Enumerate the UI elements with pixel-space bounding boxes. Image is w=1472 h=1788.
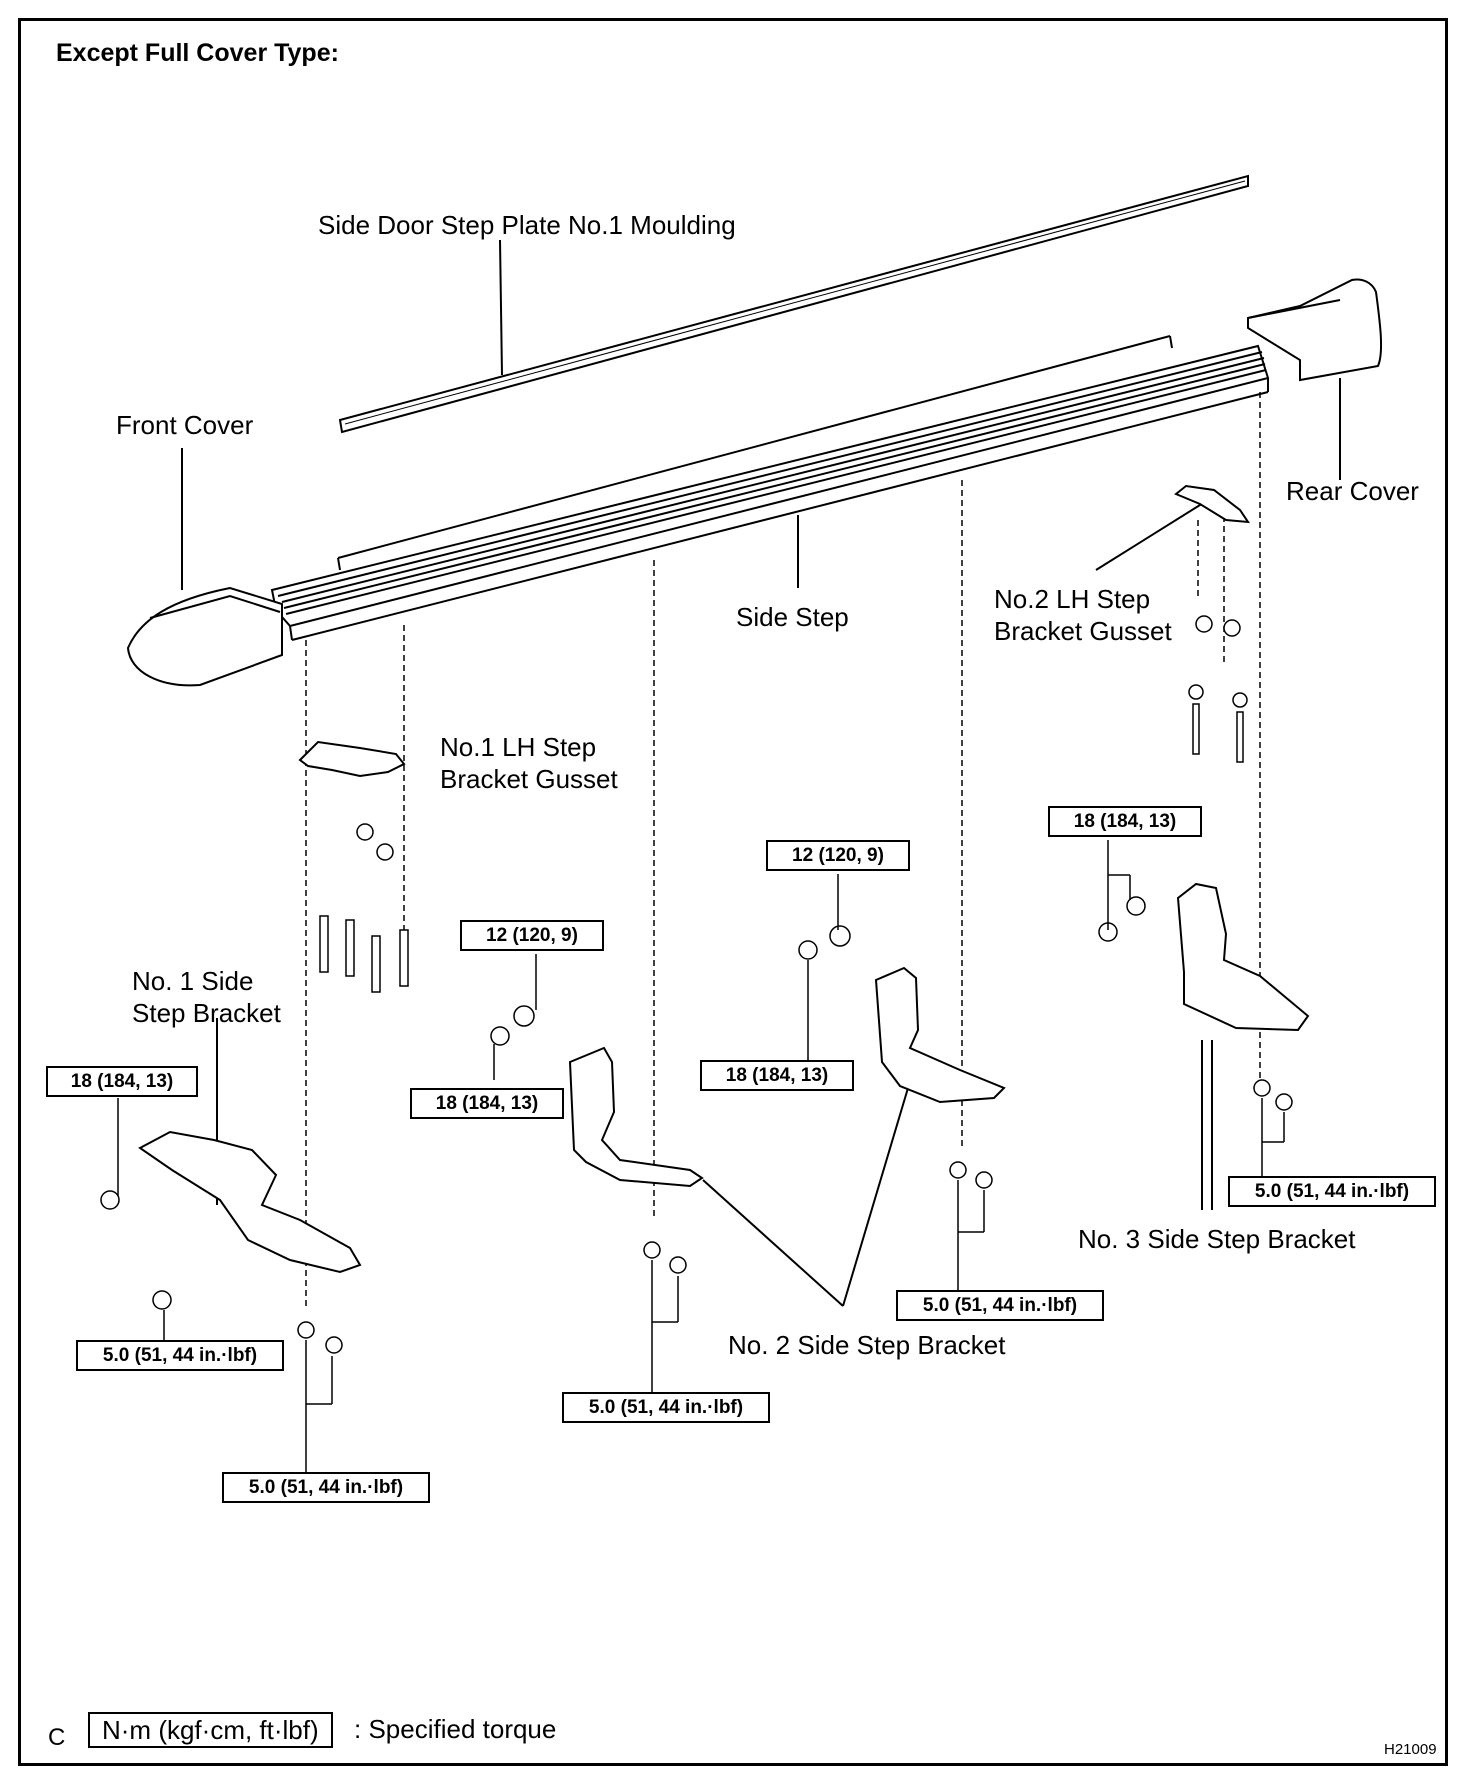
label-bracket-1-line2: Step Bracket xyxy=(132,998,281,1028)
bracket-2a-part xyxy=(568,1046,704,1188)
torque-label: 18 (184, 13) xyxy=(700,1060,854,1091)
torque-label: 12 (120, 9) xyxy=(766,840,910,871)
legend-torque-box: N·m (kgf·cm, ft·lbf) xyxy=(88,1712,333,1748)
label-gusset-1-line2: Bracket Gusset xyxy=(440,764,618,794)
gusset-2-part xyxy=(1174,484,1250,524)
bracket-1-part xyxy=(138,1130,362,1274)
diagram-heading: Except Full Cover Type: xyxy=(56,39,339,67)
figure-code: H21009 xyxy=(1384,1741,1437,1758)
torque-label: 18 (184, 13) xyxy=(410,1088,564,1119)
label-bracket-2: No. 2 Side Step Bracket xyxy=(728,1330,1006,1360)
gusset-1-part xyxy=(298,740,406,778)
label-front-cover: Front Cover xyxy=(116,410,254,440)
bolts xyxy=(100,615,1293,1354)
label-rear-cover: Rear Cover xyxy=(1286,476,1419,506)
torque-label: 5.0 (51, 44 in.·lbf) xyxy=(562,1392,770,1423)
legend-text: : Specified torque xyxy=(354,1714,557,1744)
label-gusset-2-line1: No.2 LH Step xyxy=(994,584,1151,614)
torque-label: 5.0 (51, 44 in.·lbf) xyxy=(1228,1176,1436,1207)
front-cover-part xyxy=(126,586,283,687)
rear-cover-part xyxy=(1247,278,1383,382)
torque-label: 18 (184, 13) xyxy=(1048,806,1202,837)
label-side-step: Side Step xyxy=(736,602,849,632)
label-bracket-3: No. 3 Side Step Bracket xyxy=(1078,1224,1356,1254)
legend-letter: C xyxy=(48,1724,66,1751)
label-gusset-1-line1: No.1 LH Step xyxy=(440,732,597,762)
moulding-part xyxy=(338,174,1249,434)
torque-label: 18 (184, 13) xyxy=(46,1066,198,1097)
torque-label: 5.0 (51, 44 in.·lbf) xyxy=(222,1472,430,1503)
label-moulding: Side Door Step Plate No.1 Moulding xyxy=(318,210,736,240)
torque-label: 5.0 (51, 44 in.·lbf) xyxy=(896,1290,1104,1321)
torque-label: 5.0 (51, 44 in.·lbf) xyxy=(76,1340,284,1371)
bracket-2b-part xyxy=(874,966,1006,1104)
diagram-frame xyxy=(18,18,1448,1766)
label-gusset-2-line2: Bracket Gusset xyxy=(994,616,1172,646)
torque-label: 12 (120, 9) xyxy=(460,920,604,951)
label-bracket-1-line1: No. 1 Side xyxy=(132,966,254,996)
bracket-3-part xyxy=(1176,882,1310,1032)
